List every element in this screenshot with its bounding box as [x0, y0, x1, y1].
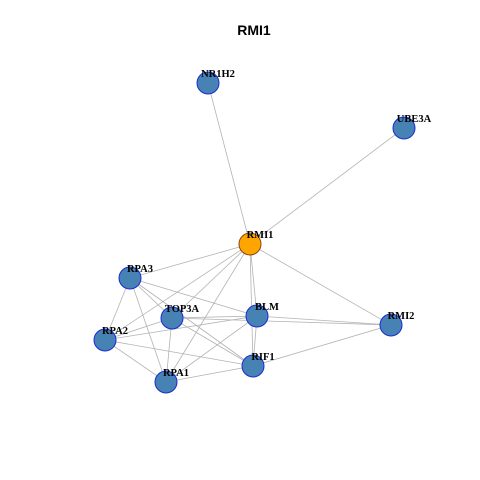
- node-ube3a[interactable]: UBE3A: [392, 114, 432, 140]
- edge-rpa3-rif1: [129, 277, 254, 367]
- node-label-rif1: RIF1: [251, 352, 274, 363]
- edge-blm-rpa1: [165, 315, 258, 383]
- edge-rpa2-rif1: [104, 339, 254, 367]
- edge-blm-rmi2: [256, 315, 392, 326]
- node-circle-rpa1[interactable]: [154, 370, 178, 394]
- edge-rmi1-rpa1: [165, 243, 251, 383]
- node-label-nr1h2: NR1H2: [201, 69, 235, 80]
- node-circle-rmi1[interactable]: [238, 232, 262, 256]
- edge-rmi1-rmi2: [249, 243, 392, 326]
- node-circle-nr1h2[interactable]: [196, 71, 220, 95]
- edge-rmi1-rpa3: [129, 243, 251, 279]
- edge-top3a-rpa2: [104, 317, 173, 341]
- node-top3a[interactable]: TOP3A: [160, 304, 200, 330]
- node-label-rpa1: RPA1: [163, 368, 189, 379]
- node-rpa1[interactable]: RPA1: [154, 368, 189, 394]
- node-label-top3a: TOP3A: [165, 304, 200, 315]
- node-circle-rpa2[interactable]: [93, 328, 117, 352]
- node-label-ube3a: UBE3A: [397, 114, 432, 125]
- edge-rmi1-blm: [249, 243, 258, 317]
- node-label-rmi1: RMI1: [247, 230, 274, 241]
- node-rmi1[interactable]: RMI1: [238, 230, 274, 256]
- edge-rmi1-top3a: [171, 243, 251, 319]
- edge-nr1h2-rmi1: [207, 82, 251, 245]
- node-label-blm: BLM: [255, 302, 279, 313]
- node-circle-rmi2[interactable]: [379, 313, 403, 337]
- node-circle-rif1[interactable]: [241, 354, 265, 378]
- node-circle-rpa3[interactable]: [118, 266, 142, 290]
- node-blm[interactable]: BLM: [245, 302, 279, 328]
- edge-blm-rpa2: [104, 315, 258, 341]
- node-nr1h2[interactable]: NR1H2: [196, 69, 235, 95]
- edge-top3a-rif1: [171, 317, 254, 367]
- edge-top3a-blm: [171, 315, 258, 319]
- node-rpa3[interactable]: RPA3: [118, 264, 153, 290]
- node-rif1[interactable]: RIF1: [241, 352, 275, 378]
- edge-rpa3-blm: [129, 277, 258, 317]
- node-rpa2[interactable]: RPA2: [93, 326, 128, 352]
- graph-title: RMI1: [237, 22, 271, 38]
- node-rmi2[interactable]: RMI2: [379, 311, 415, 337]
- edge-top3a-rmi2: [171, 317, 392, 326]
- edge-rmi1-rif1: [249, 243, 254, 367]
- node-label-rpa3: RPA3: [127, 264, 153, 275]
- node-circle-blm[interactable]: [245, 304, 269, 328]
- edge-rif1-rmi2: [252, 324, 392, 367]
- node-label-rmi2: RMI2: [388, 311, 415, 322]
- node-label-rpa2: RPA2: [102, 326, 128, 337]
- edge-rpa3-rpa1: [129, 277, 167, 383]
- edge-rpa1-rif1: [165, 365, 254, 383]
- node-circle-top3a[interactable]: [160, 306, 184, 330]
- edge-rpa2-rpa1: [104, 339, 167, 383]
- node-circle-ube3a[interactable]: [392, 116, 416, 140]
- edge-ube3a-rmi1: [249, 127, 405, 245]
